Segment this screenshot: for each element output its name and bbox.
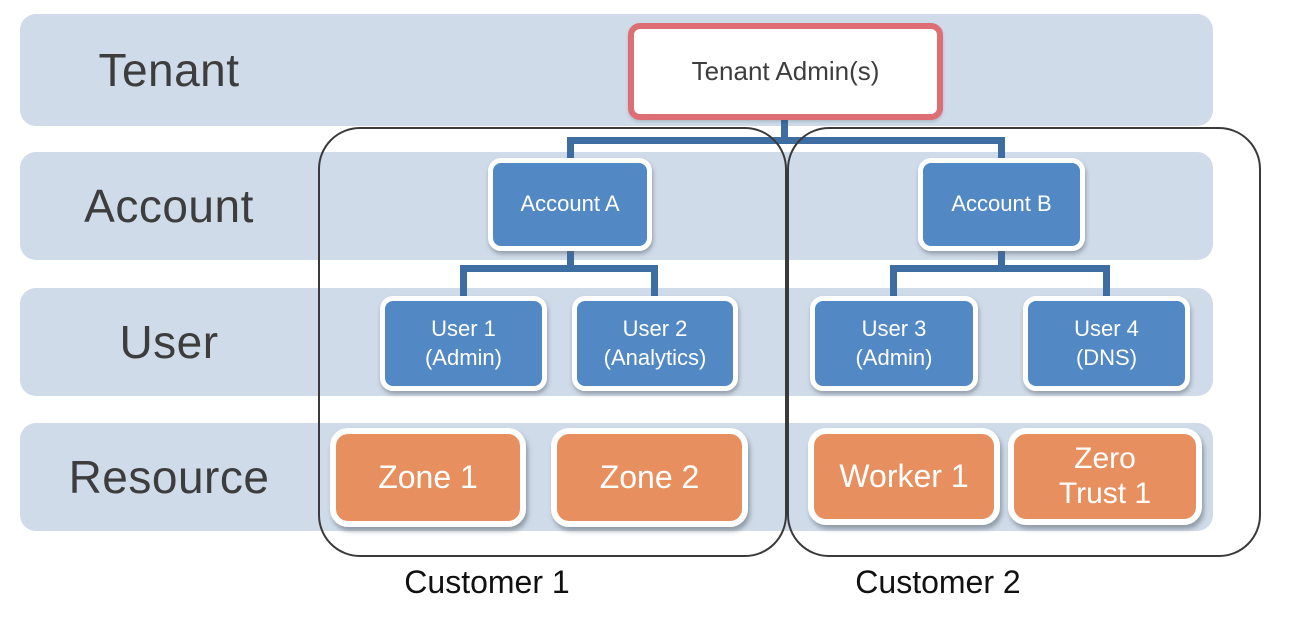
connector-account-a-stub	[567, 247, 574, 272]
user-3-name: User 3	[861, 315, 927, 341]
zero-trust-1-label-line2: Trust 1	[1058, 476, 1152, 510]
user-4-node: User 4 (DNS)	[1023, 296, 1190, 391]
user-4-name: User 4	[1074, 315, 1139, 341]
connector-account-b-stub	[998, 247, 1005, 272]
user-2-role: (Analytics)	[603, 344, 707, 370]
connector-admin-stub	[781, 118, 788, 144]
zone-2-label: Zone 2	[599, 459, 700, 496]
connector-leg-account-b	[998, 137, 1005, 163]
connector-leg-user3	[890, 265, 897, 299]
account-b-node: Account B	[918, 158, 1085, 251]
row-label-user: User	[119, 316, 219, 368]
customer-1-group-outline	[318, 127, 787, 557]
customer-1-label: Customer 1	[404, 563, 570, 600]
user-3-role: (Admin)	[855, 344, 933, 370]
zone-2-node: Zone 2	[551, 428, 748, 527]
user-2-node: User 2 (Analytics)	[572, 296, 738, 391]
row-label-tenant: Tenant	[98, 44, 240, 96]
user-1-node: User 1 (Admin)	[380, 296, 547, 391]
zone-1-node: Zone 1	[330, 428, 526, 527]
account-a-label: Account A	[520, 191, 620, 217]
account-a-node: Account A	[488, 158, 652, 251]
worker-1-label: Worker 1	[839, 458, 969, 495]
user-3-node: User 3 (Admin)	[810, 296, 978, 391]
customer-2-label: Customer 2	[855, 563, 1021, 600]
zero-trust-1-node: Zero Trust 1	[1008, 428, 1202, 525]
user-4-role: (DNS)	[1075, 344, 1138, 370]
row-label-resource: Resource	[68, 451, 270, 503]
tenant-layer-band	[20, 14, 1213, 126]
connector-leg-user2	[651, 265, 658, 299]
tenant-admin-node: Tenant Admin(s)	[628, 23, 943, 120]
zero-trust-1-label-line1: Zero	[1074, 442, 1136, 475]
connector-account-a-horizontal	[460, 265, 658, 272]
user-1-name: User 1	[431, 315, 496, 341]
account-b-label: Account B	[951, 191, 1052, 217]
connector-leg-account-a	[567, 137, 574, 163]
connector-admin-horizontal	[567, 137, 1005, 144]
connector-account-b-horizontal	[890, 265, 1110, 272]
worker-1-node: Worker 1	[808, 428, 1000, 525]
row-label-account: Account	[84, 180, 254, 232]
zone-1-label: Zone 1	[378, 459, 478, 496]
connector-leg-user4	[1103, 265, 1110, 299]
customer-2-group-outline	[787, 127, 1261, 557]
user-1-role: (Admin)	[424, 344, 502, 370]
tenant-admin-label: Tenant Admin(s)	[691, 55, 880, 86]
connector-leg-user1	[460, 265, 467, 299]
user-2-name: User 2	[622, 315, 688, 341]
